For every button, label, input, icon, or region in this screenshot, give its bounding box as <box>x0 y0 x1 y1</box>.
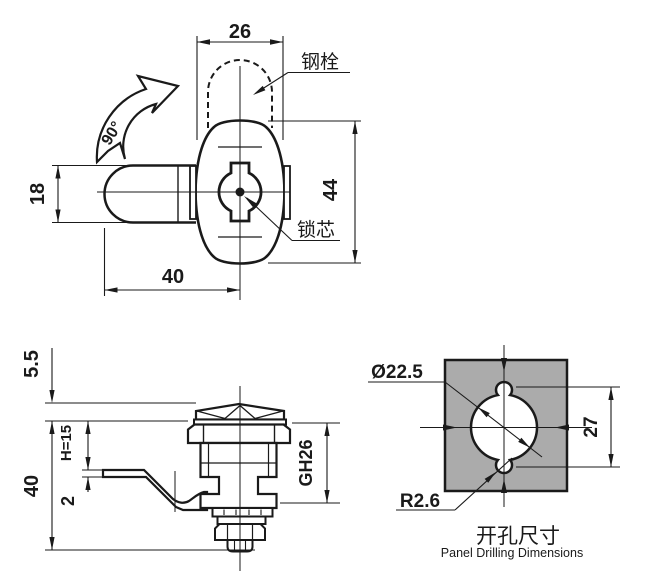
arrowhead <box>253 85 266 95</box>
dim-hole-height-label: 27 <box>581 416 602 437</box>
top-view <box>52 36 361 300</box>
arrowhead <box>352 121 358 134</box>
dim-bolt-width-label: 18 <box>27 183 49 205</box>
arrowhead <box>244 196 257 208</box>
dim-width-label: 26 <box>229 21 251 43</box>
arrowhead <box>352 250 358 263</box>
bolt-top-view <box>103 164 196 224</box>
steel-bolt-label: 钢栓 <box>301 51 339 73</box>
dim-head-height-label: 5.5 <box>21 350 43 378</box>
head-facet <box>254 410 284 420</box>
arrowhead <box>85 477 91 490</box>
head-facet <box>239 405 256 419</box>
arrowhead <box>608 387 614 400</box>
arrowhead <box>85 421 91 434</box>
cam-latch <box>101 468 209 512</box>
datum-arrow-left <box>443 424 457 431</box>
arrowhead <box>197 39 210 45</box>
arrowhead <box>49 537 55 550</box>
lock-core-label: 锁芯 <box>297 219 335 241</box>
cam-plate-2 <box>216 515 267 525</box>
cam-plate <box>211 507 274 518</box>
hex-nut <box>186 423 292 445</box>
arrowhead <box>227 287 240 293</box>
dim-thread-label: GH26 <box>296 439 316 486</box>
arrowhead <box>324 490 330 503</box>
panel-caption-zh: 开孔尺寸 <box>476 525 560 548</box>
arrowhead <box>608 454 614 467</box>
dim-cam-thickness-label: 2 <box>58 496 78 506</box>
arrowhead <box>55 165 61 179</box>
arrowhead <box>324 423 330 436</box>
datum-arrow-right <box>555 424 569 431</box>
side-view <box>45 348 340 571</box>
arrowhead <box>484 472 496 483</box>
arrowhead <box>270 39 283 45</box>
arrowhead <box>104 287 118 293</box>
dim-height-label: 44 <box>320 178 342 201</box>
head-facet <box>224 405 241 419</box>
arrowhead <box>477 407 490 418</box>
head-facet <box>196 410 226 420</box>
arrowhead <box>85 457 91 470</box>
panel-caption-en: Panel Drilling Dimensions <box>441 546 583 560</box>
dim-hole-diameter-label: Ø22.5 <box>371 362 423 383</box>
panel-view <box>368 345 620 511</box>
rotation-arrow-icon <box>95 74 181 165</box>
lock-barrel <box>199 441 278 510</box>
lock-core-dot <box>235 187 245 197</box>
dim-cam-length-label: 40 <box>162 266 184 288</box>
datum-arrow-bottom <box>501 479 507 493</box>
leader-line <box>454 457 513 511</box>
dim-grip-label: H=15 <box>58 425 75 461</box>
datum-arrow-top <box>501 358 507 372</box>
dim-body-length-label: 40 <box>21 475 43 497</box>
arrowhead <box>49 390 55 403</box>
arrowhead <box>55 209 61 223</box>
arrowhead <box>518 437 531 448</box>
dim-notch-radius-label: R2.6 <box>400 491 440 512</box>
bolt-dashed-position <box>207 59 273 128</box>
